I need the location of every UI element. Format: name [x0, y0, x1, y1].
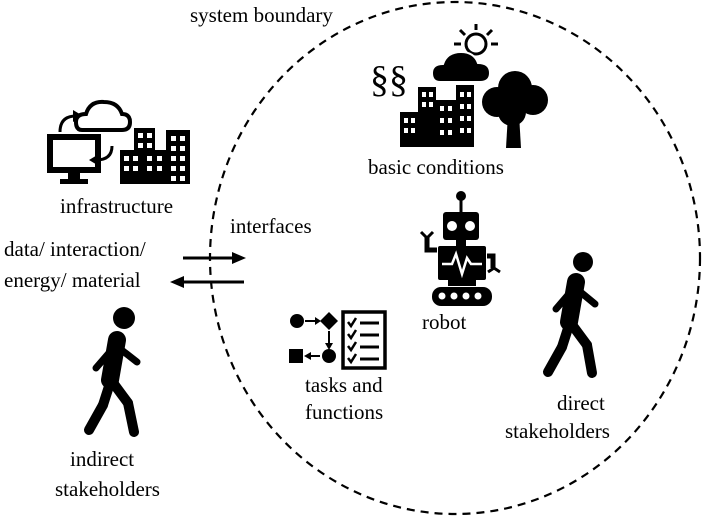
sun-icon — [454, 24, 498, 56]
robot-label: robot — [422, 310, 466, 334]
tasks-label-line1: tasks and — [305, 373, 383, 397]
direct-stakeholders-label-line2: stakeholders — [505, 419, 610, 443]
tree-icon — [482, 71, 548, 148]
direct-stakeholders-label-line1: direct — [557, 391, 605, 415]
robot-icon — [419, 191, 501, 306]
interfaces-label: interfaces — [230, 214, 312, 238]
flow-label-line1: data/ interaction/ — [4, 237, 146, 261]
indirect-stakeholders-label-line1: indirect — [70, 447, 134, 471]
tasks-label-line2: functions — [305, 400, 383, 424]
indirect-stakeholder-walking-person-icon — [84, 307, 141, 437]
section-sign-icon: §§ — [370, 59, 408, 101]
computer-icon — [47, 134, 101, 184]
infrastructure-label: infrastructure — [60, 194, 173, 218]
indirect-stakeholders-label-line2: stakeholders — [55, 477, 160, 501]
flowchart-icon — [289, 312, 338, 363]
basic-conditions-label: basic conditions — [368, 155, 504, 179]
direct-stakeholder-walking-person-icon — [543, 252, 599, 378]
bidirectional-arrows-icon — [170, 252, 246, 288]
buildings-icon — [120, 128, 190, 184]
city-buildings-icon — [400, 85, 474, 147]
flow-label-line2: energy/ material — [4, 268, 141, 292]
cloud-icon — [73, 99, 133, 132]
weather-cloud-icon — [430, 50, 492, 83]
checklist-icon — [341, 310, 387, 370]
system-boundary-label: system boundary — [190, 3, 333, 27]
